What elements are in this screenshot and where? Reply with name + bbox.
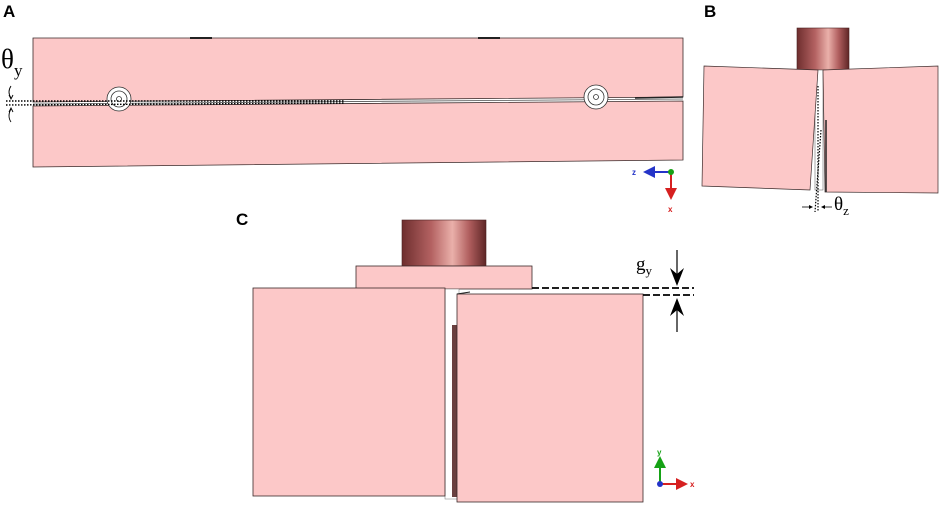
panel-letter-a: A [3,2,15,21]
triad-a-x-label: x [668,205,673,214]
theta-y-tilted-line [5,102,346,106]
left-block-c [252,287,446,497]
gap-arrow-up [670,298,684,332]
triad-a-z-label: z [632,168,636,177]
bolt-right [583,84,609,110]
gap-arrow-down [670,250,684,286]
panel-a: A θy [1,2,684,214]
panel-c: C gy x y [236,210,695,503]
left-block-b [701,65,819,191]
coordinate-triad-a: z x [632,166,677,214]
triad-c-x-label: x [690,480,695,489]
cylinder-c [401,219,487,267]
panel-letter-b: B [704,2,716,21]
theta-y-label: θy [1,44,23,80]
gap-y-label: gy [636,254,653,278]
theta-z-label: θz [834,194,849,218]
right-block-b [822,65,939,194]
top-cap-plate [355,265,533,290]
panel-letter-c: C [236,210,248,229]
triad-c-y-label: y [657,448,662,457]
cylinder-b [796,27,850,71]
panel-b: B θz [701,2,939,218]
bolt-left [106,86,132,112]
bottom-plate [32,100,684,168]
right-block-c [456,293,644,503]
coordinate-triad-c: x y [654,448,695,490]
